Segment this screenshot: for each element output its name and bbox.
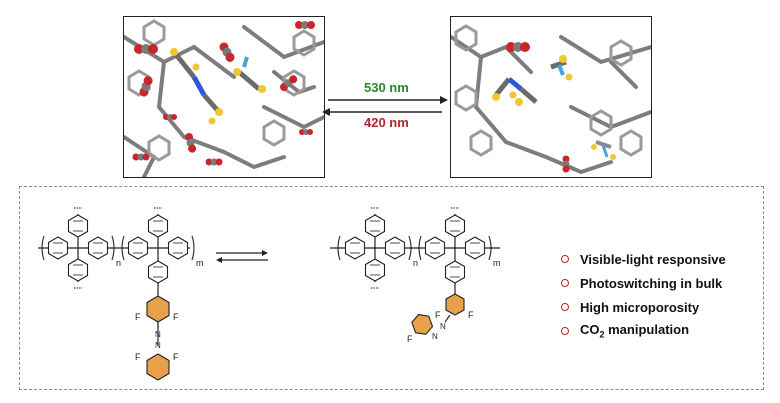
forward-wavelength-label: 530 nm — [364, 80, 409, 95]
polymer-structures: n m F F N N F F — [38, 207, 501, 381]
fluorine-label: F — [173, 312, 179, 322]
azobenzene-cis — [492, 77, 538, 106]
repeat-label-m: m — [196, 258, 204, 268]
fluorine-label: F — [407, 334, 413, 344]
fluorine-label: F — [173, 352, 179, 362]
polymer-trans: n m F F N N F F — [38, 207, 204, 381]
azobenzene-second — [233, 56, 266, 93]
fluorine-label: F — [435, 310, 441, 320]
co2-molecules — [506, 42, 570, 173]
co2-molecules — [132, 21, 315, 166]
polymer-cis: n m F F N N F — [330, 207, 501, 344]
photoswitch-arrows — [322, 96, 448, 116]
framework-panel-cis — [450, 16, 652, 178]
bullet-icon — [561, 279, 569, 287]
fluorine-label: F — [135, 352, 141, 362]
repeat-label-n: n — [116, 258, 121, 268]
repeat-label-m: m — [493, 258, 501, 268]
reverse-wavelength-label: 420 nm — [364, 115, 409, 130]
nitrogen-label: N — [440, 322, 446, 331]
repeat-label-n: n — [413, 258, 418, 268]
chemical-structure-box — [19, 186, 764, 390]
framework-render-trans — [124, 19, 324, 177]
feature-text: Photoswitching in bulk — [580, 275, 723, 291]
fluorine-label: F — [468, 310, 474, 320]
feature-text: High microporosity — [580, 299, 700, 315]
feature-text: CO2 manipulation — [580, 322, 690, 340]
fluoroaryl-cis-upper — [445, 293, 465, 316]
azobenzene-trans — [170, 48, 223, 125]
framework-panel-trans — [123, 16, 325, 178]
azobenzene-cis-third — [591, 140, 616, 160]
nitrogen-label: N — [155, 330, 161, 339]
bullet-icon — [561, 327, 569, 335]
equilibrium-arrows — [216, 250, 268, 263]
fluoroaryl-cis-lower — [411, 314, 434, 335]
feature-item: High microporosity — [561, 295, 726, 319]
bullet-icon — [561, 303, 569, 311]
fluoroaryl-lower — [146, 353, 170, 381]
framework-render-cis — [451, 24, 651, 175]
feature-item: CO2 manipulation — [561, 319, 726, 343]
feature-item: Visible-light responsive — [561, 247, 726, 271]
feature-list: Visible-light responsive Photoswitching … — [561, 247, 726, 343]
bullet-icon — [561, 255, 569, 263]
feature-item: Photoswitching in bulk — [561, 271, 726, 295]
fluorine-label: F — [135, 312, 141, 322]
nitrogen-label: N — [155, 341, 161, 350]
nitrogen-label: N — [432, 332, 438, 341]
fluoroaryl-upper — [146, 295, 170, 323]
feature-text: Visible-light responsive — [580, 251, 726, 267]
azobenzene-cis-second — [550, 55, 573, 81]
